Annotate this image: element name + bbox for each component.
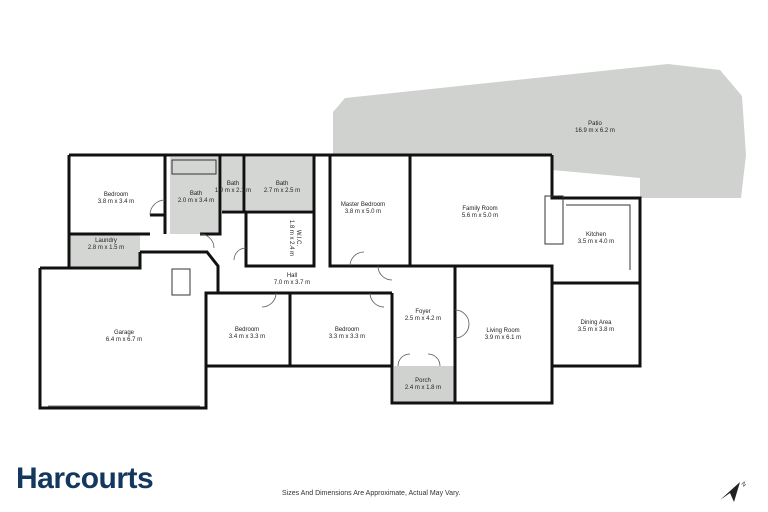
family-room-name: Family Room [462, 206, 497, 212]
kitchen-bench [566, 204, 631, 270]
disclaimer-text: Sizes And Dimensions Are Approximate, Ac… [282, 490, 461, 497]
bath-floor [222, 157, 244, 210]
north-arrow-icon: N [720, 481, 746, 502]
laundry-size: 2.8 m x 1.5 m [88, 245, 124, 251]
bedroom-size: 3.3 m x 3.3 m [329, 334, 365, 340]
dining-area-size: 3.5 m x 3.8 m [578, 327, 614, 333]
bathtub [171, 159, 217, 175]
patio-name: Patio [588, 121, 602, 127]
bath-size: 1.0 m x 2.1 m [215, 188, 251, 194]
porch-name: Porch [415, 378, 431, 384]
kitchen-island [544, 195, 564, 245]
living-room-size: 3.9 m x 6.1 m [485, 335, 521, 341]
bath-name: Bath [276, 181, 288, 187]
bedroom-size: 3.8 m x 3.4 m [98, 199, 134, 205]
bath-size: 2.0 m x 3.4 m [178, 198, 214, 204]
master-bedroom-name: Master Bedroom [341, 202, 385, 208]
doors [149, 199, 470, 367]
foyer-size: 2.5 m x 4.2 m [405, 316, 441, 322]
walls [38, 153, 642, 410]
harcourts-logo: Harcourts [16, 462, 154, 495]
wic-size: 1.8 m x 2.4 m [288, 220, 294, 256]
bedroom-name: Bedroom [235, 327, 259, 333]
living-room-name: Living Room [486, 328, 519, 334]
garage-stair [171, 268, 191, 296]
bath-name: Bath [190, 191, 202, 197]
porch-size: 2.4 m x 1.8 m [405, 385, 441, 391]
dining-area-name: Dining Area [580, 320, 612, 326]
kitchen-name: Kitchen [586, 232, 606, 238]
fixtures [171, 159, 631, 296]
foyer-name: Foyer [415, 309, 430, 315]
hall-name: Hall [287, 273, 297, 279]
garage-size: 6.4 m x 6.7 m [106, 337, 142, 343]
north-label: N [740, 481, 746, 488]
bedroom-name: Bedroom [104, 192, 128, 198]
patio-area [333, 64, 746, 198]
master-bedroom-size: 3.8 m x 5.0 m [345, 209, 381, 215]
bath-floor [246, 157, 314, 210]
wic-name: W.I.C. [295, 230, 301, 247]
kitchen-size: 3.5 m x 4.0 m [578, 239, 614, 245]
bath-size: 2.7 m x 2.5 m [264, 188, 300, 194]
bedroom-size: 3.4 m x 3.3 m [229, 334, 265, 340]
porch-floor [394, 366, 454, 403]
hall-size: 7.0 m x 3.7 m [274, 280, 310, 286]
family-room-size: 5.6 m x 5.0 m [462, 213, 498, 219]
bath-floor [170, 157, 220, 234]
bedroom-name: Bedroom [335, 327, 359, 333]
bath-name: Bath [227, 181, 239, 187]
garage-name: Garage [114, 330, 135, 336]
laundry-name: Laundry [95, 238, 117, 244]
patio-size: 16.9 m x 6.2 m [575, 128, 615, 134]
laundry-floor [70, 235, 140, 267]
